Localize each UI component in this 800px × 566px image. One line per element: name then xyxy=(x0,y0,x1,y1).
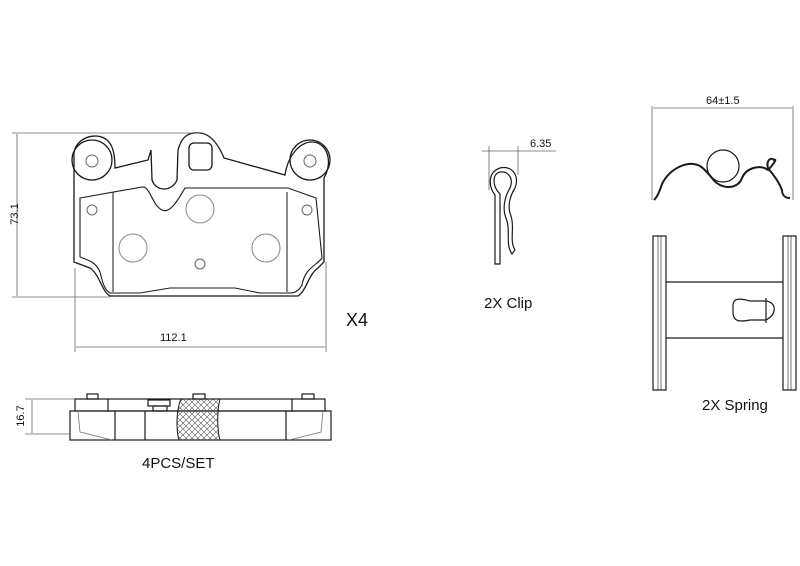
set-caption: 4PCS/SET xyxy=(142,455,215,472)
brake-pad-front-view xyxy=(71,132,331,297)
clip-dimension-lines xyxy=(482,146,556,190)
pad-width-dimension: 112.1 xyxy=(160,332,187,344)
pad-front-dimension-lines xyxy=(12,132,327,352)
spring-caption: 2X Spring xyxy=(702,397,768,414)
clip-caption: 2X Clip xyxy=(484,295,533,312)
spring-width-dimension: 64±1.5 xyxy=(706,95,740,107)
quantity-multiplier: X4 xyxy=(346,310,369,330)
shim-hatch-area xyxy=(176,398,221,441)
clip-drawing xyxy=(489,166,518,265)
spring-top-dimension-lines xyxy=(651,106,794,200)
pad-height-dimension: 73.1 xyxy=(9,203,21,225)
clip-width-dimension: 6.35 xyxy=(530,138,552,150)
spring-side-view xyxy=(652,235,797,391)
spring-top-view xyxy=(653,149,791,201)
pad-side-dimension-lines xyxy=(25,398,75,435)
pad-thickness-dimension: 16.7 xyxy=(15,405,27,427)
